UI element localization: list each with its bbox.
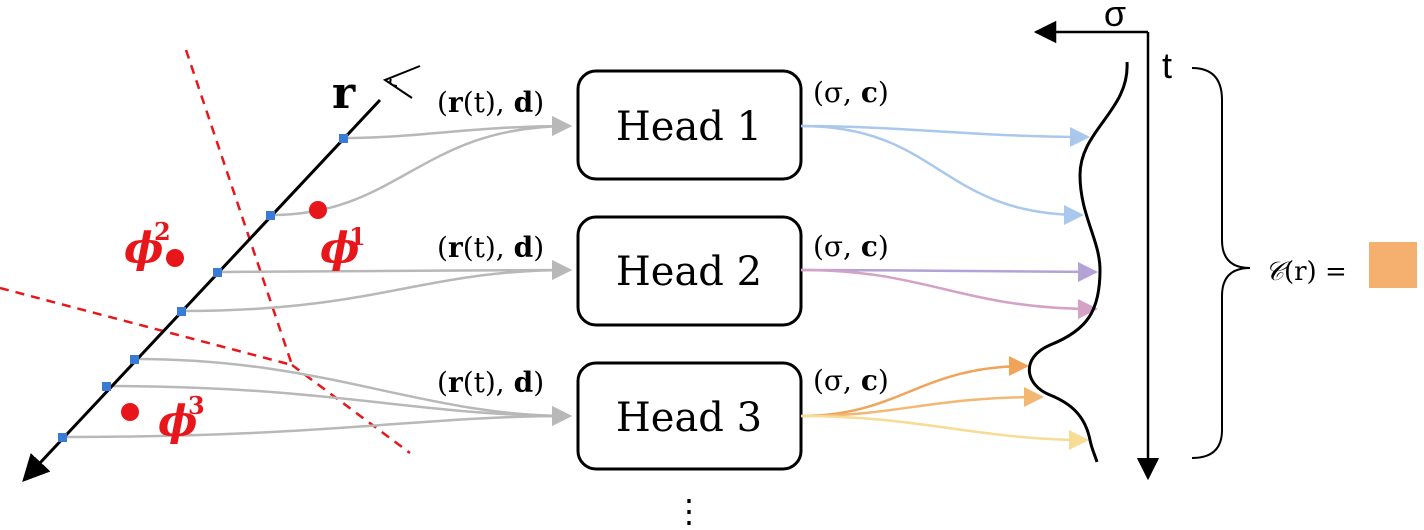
sample-point	[58, 433, 67, 442]
color-result: 𝒞(r) =	[1191, 67, 1417, 459]
region-boundary-2	[0, 286, 293, 367]
region-label-2: ϕ	[124, 223, 164, 272]
color-formula: 𝒞(r) =	[1265, 257, 1347, 287]
region-sup-2: 2	[154, 217, 171, 246]
curve-s6-head3	[106, 384, 572, 426]
head-2-output: (σ, c)	[813, 230, 889, 263]
sample-points	[58, 134, 348, 442]
head-2-out-curve-b	[800, 268, 1098, 319]
region-center-2	[166, 249, 184, 267]
ray: r	[22, 65, 421, 482]
head-output-curves	[800, 124, 1098, 450]
density-curve	[1027, 61, 1129, 463]
sample-point	[177, 307, 186, 316]
region-label-3: ϕ	[158, 396, 198, 445]
curly-brace	[1191, 67, 1251, 459]
head-inputs: (r(t), d) (r(t), d) (r(t), d)	[437, 86, 544, 399]
head-3-out-curve-b	[800, 387, 1044, 418]
more-heads-ellipsis: ⋮	[673, 492, 705, 530]
curve-s1-head1	[342, 116, 572, 140]
region-markers: ϕ 1 ϕ 2 ϕ 3	[121, 201, 366, 445]
sample-point	[266, 211, 275, 220]
sample-point	[339, 134, 348, 143]
region-center-3	[121, 403, 139, 421]
t-axis-label: t	[1162, 45, 1172, 86]
head-1-out-curve-b	[800, 124, 1084, 225]
curve-s5-head3	[134, 357, 572, 426]
head-1-out-curve-a	[800, 124, 1090, 147]
head-1-label: Head 1	[616, 104, 762, 150]
region-boundary-3	[291, 363, 411, 455]
color-swatch	[1369, 242, 1417, 288]
region-boundary-1	[184, 49, 294, 366]
region-boundaries	[0, 49, 411, 455]
eye-icon	[382, 65, 421, 99]
ray-label: r	[332, 68, 356, 119]
head-3-out-curve-c	[800, 414, 1089, 450]
head-2-input: (r(t), d)	[437, 231, 544, 264]
sample-point	[102, 382, 111, 391]
region-sup-1: 1	[349, 222, 366, 251]
region-label-1: ϕ	[320, 223, 360, 272]
ray-line	[22, 98, 382, 482]
head-3-out-curve-a	[800, 356, 1029, 418]
region-center-1	[309, 201, 327, 219]
head-3-input: (r(t), d)	[437, 366, 544, 399]
head-3-output: (σ, c)	[813, 364, 889, 397]
head-3-label: Head 3	[616, 395, 762, 441]
region-sup-3: 3	[188, 391, 205, 420]
sample-point	[130, 355, 139, 364]
head-1-output: (σ, c)	[813, 76, 889, 109]
head-1-input: (r(t), d)	[437, 86, 544, 119]
sample-point	[213, 268, 222, 277]
sigma-axis-label: σ	[1104, 0, 1126, 34]
heads: Head 1 Head 2 Head 3 ⋮	[576, 69, 803, 530]
density-plot: σ t	[1027, 0, 1172, 481]
head-2-label: Head 2	[616, 249, 762, 295]
head-outputs: (σ, c) (σ, c) (σ, c)	[813, 76, 889, 397]
curve-s7-head3	[62, 406, 572, 439]
curve-s3-head2	[217, 260, 572, 281]
curve-s4-head2	[181, 260, 572, 313]
